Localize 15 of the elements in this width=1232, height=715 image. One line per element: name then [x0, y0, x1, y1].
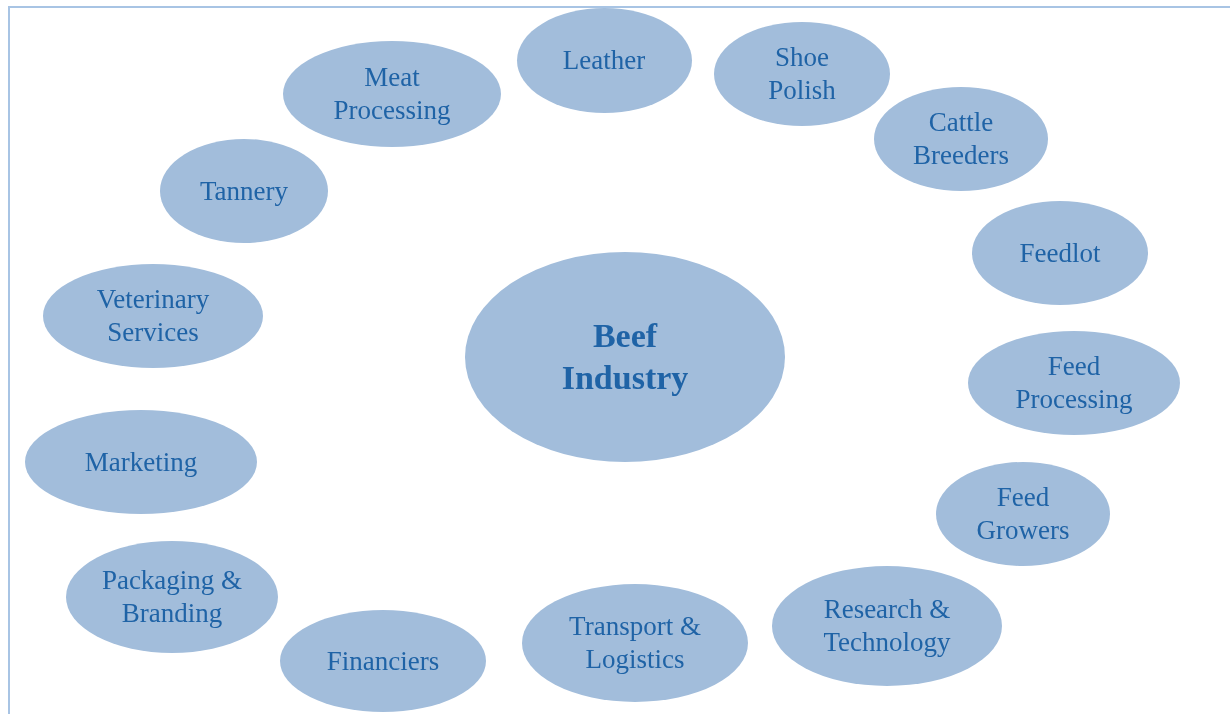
node-label: Cattle Breeders	[912, 106, 1010, 172]
node-label: Packaging & Branding	[100, 564, 244, 630]
node-label: Feed Growers	[975, 481, 1071, 547]
node-label: Feed Processing	[1014, 350, 1134, 416]
node-label: Shoe Polish	[767, 41, 837, 107]
node-label: Feedlot	[1019, 236, 1101, 270]
node-label: Transport & Logistics	[568, 610, 702, 676]
node-label: Financiers	[326, 644, 440, 678]
node-label: Beef Industry	[560, 316, 690, 398]
node-label: Research & Technology	[822, 593, 952, 659]
node-label: Leather	[562, 43, 646, 77]
node-label: Tannery	[199, 174, 289, 208]
node-label: Marketing	[84, 445, 198, 479]
node-label: Meat Processing	[332, 61, 452, 127]
node-label: Veterinary Services	[95, 283, 211, 349]
